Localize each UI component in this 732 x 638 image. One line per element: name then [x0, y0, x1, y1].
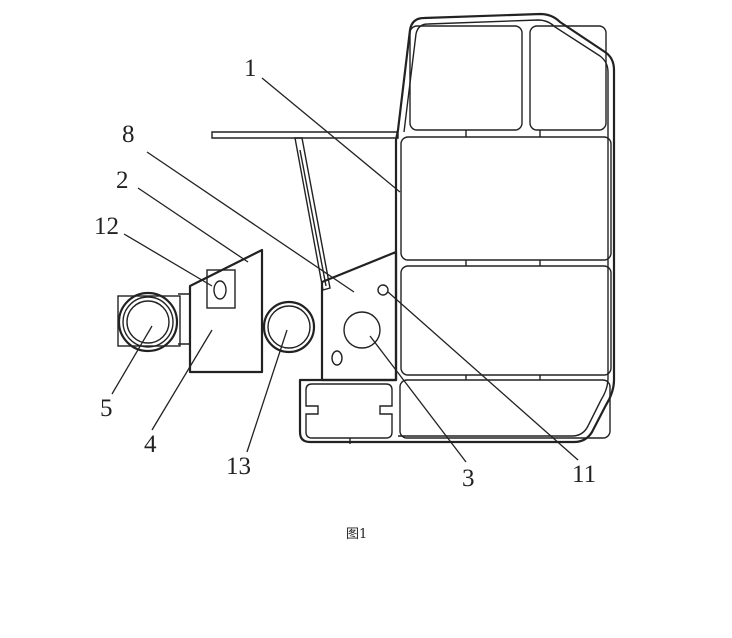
- diagonal-strut: [294, 137, 331, 291]
- callout-8: 8: [122, 121, 135, 148]
- pipe-5: [117, 291, 181, 353]
- hole-3: [343, 311, 381, 349]
- callout-3: 3: [462, 465, 475, 492]
- callout-11: 11: [572, 461, 596, 488]
- bracket: [178, 248, 264, 374]
- body-frame: [298, 12, 616, 444]
- callout-13: 13: [226, 453, 251, 480]
- callout-12: 12: [94, 213, 119, 240]
- top-beam: [211, 131, 399, 139]
- callout-4: 4: [144, 431, 157, 458]
- hole-11: [377, 284, 389, 296]
- figure-caption: 图1: [346, 527, 367, 542]
- callout-2: 2: [116, 167, 129, 194]
- callout-5: 5: [100, 395, 113, 422]
- mounting-plate: [320, 250, 398, 382]
- small-hole: [331, 350, 343, 366]
- leader-lines: [111, 77, 579, 463]
- callout-1: 1: [244, 55, 257, 82]
- ring-13: [262, 300, 316, 354]
